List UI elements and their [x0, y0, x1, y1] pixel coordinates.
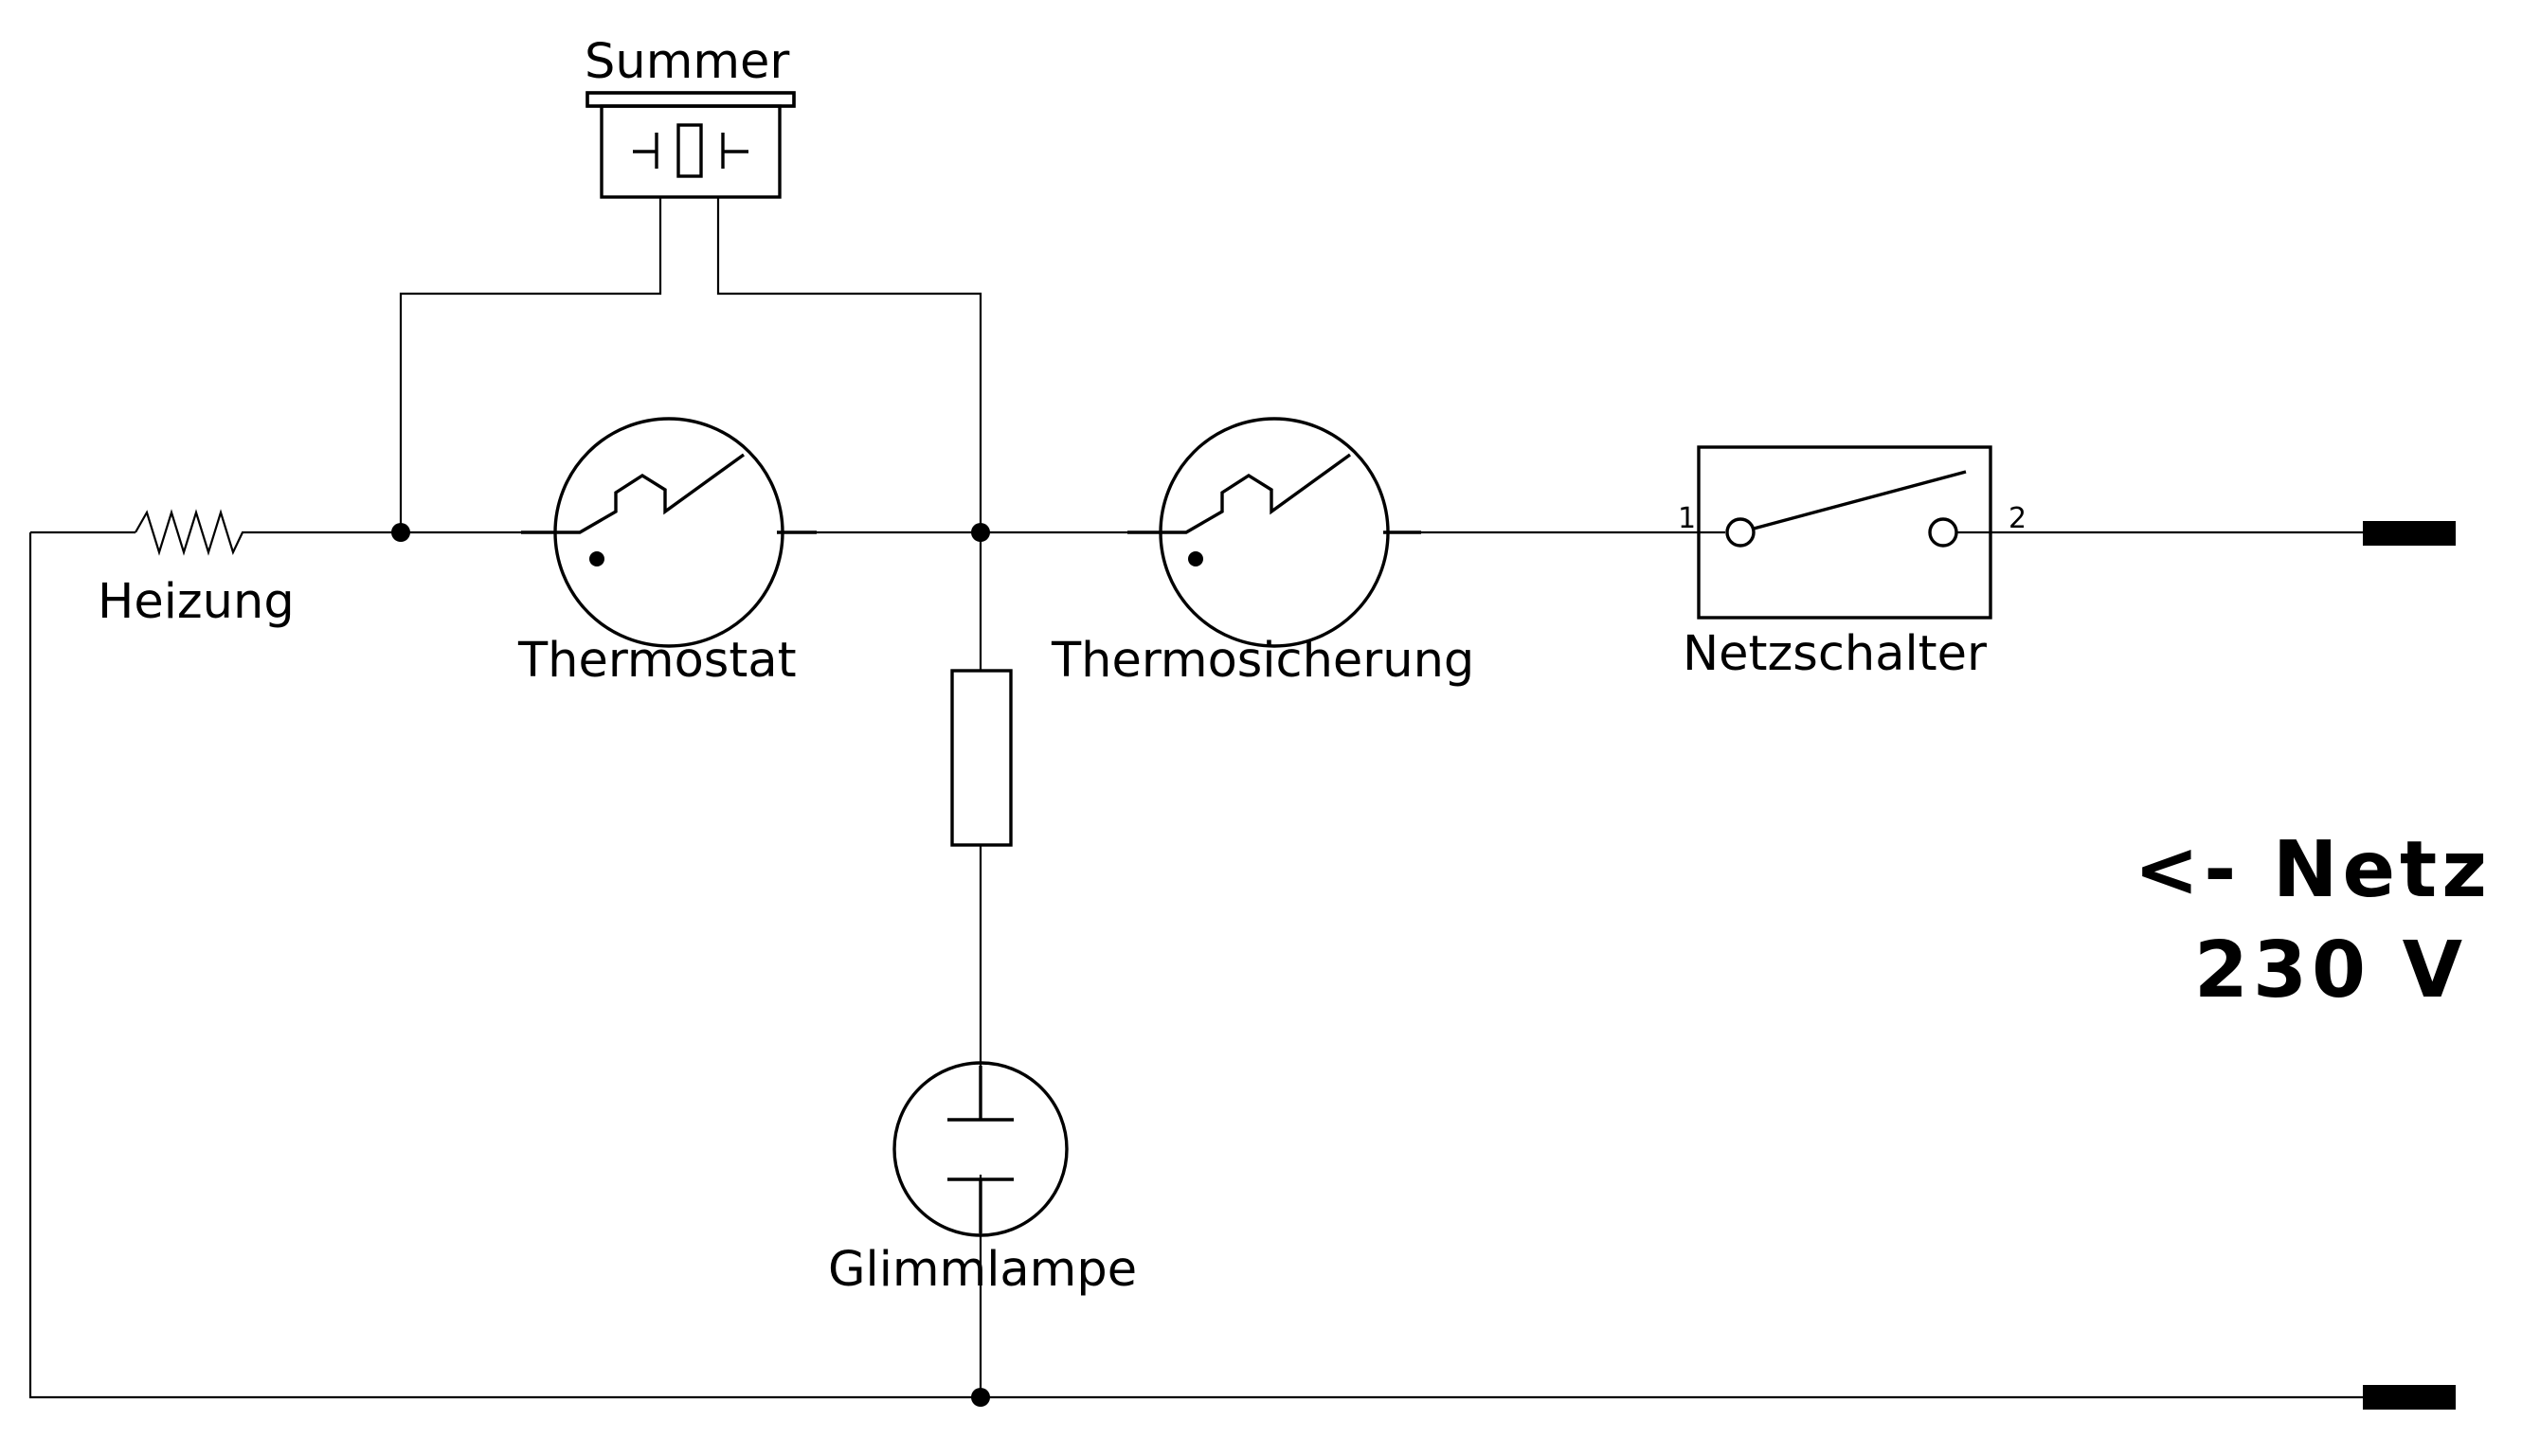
voltage-label: 230 V — [2194, 926, 2467, 1016]
netzschalter-symbol: 1 2 Netzschalter — [1678, 445, 2027, 682]
switch-pin-1: 1 — [1678, 502, 1696, 535]
junction-dot-bottom — [971, 1388, 990, 1407]
glimmlampe-label: Glimmlampe — [828, 1242, 1137, 1298]
switch-pin-2: 2 — [2009, 502, 2027, 535]
glimmlampe-symbol: Glimmlampe — [828, 1061, 1137, 1298]
wire-summer-left — [399, 197, 662, 532]
wiring — [28, 197, 2363, 1399]
summer-symbol: Summer — [585, 34, 796, 199]
thermostat-symbol: Thermostat — [517, 417, 817, 689]
thermostat-label: Thermostat — [517, 633, 797, 689]
thermosicherung-symbol: Thermosicherung — [1051, 417, 1474, 689]
junction-dot-center — [971, 523, 990, 542]
heizung-symbol: Heizung — [98, 509, 295, 630]
wire-summer-right — [716, 197, 982, 532]
junction-dot-heater — [391, 523, 410, 542]
wire-left-return — [28, 532, 2363, 1399]
netzschalter-label: Netzschalter — [1683, 626, 1987, 682]
mains-terminal-bottom — [2363, 1385, 2456, 1410]
mains-terminal-top — [2363, 521, 2456, 546]
heizung-label: Heizung — [98, 574, 295, 630]
summer-label: Summer — [585, 34, 789, 90]
resistor-box — [950, 669, 1013, 847]
netz-label: <- Netz — [2135, 825, 2492, 915]
thermosicherung-label: Thermosicherung — [1051, 633, 1474, 689]
